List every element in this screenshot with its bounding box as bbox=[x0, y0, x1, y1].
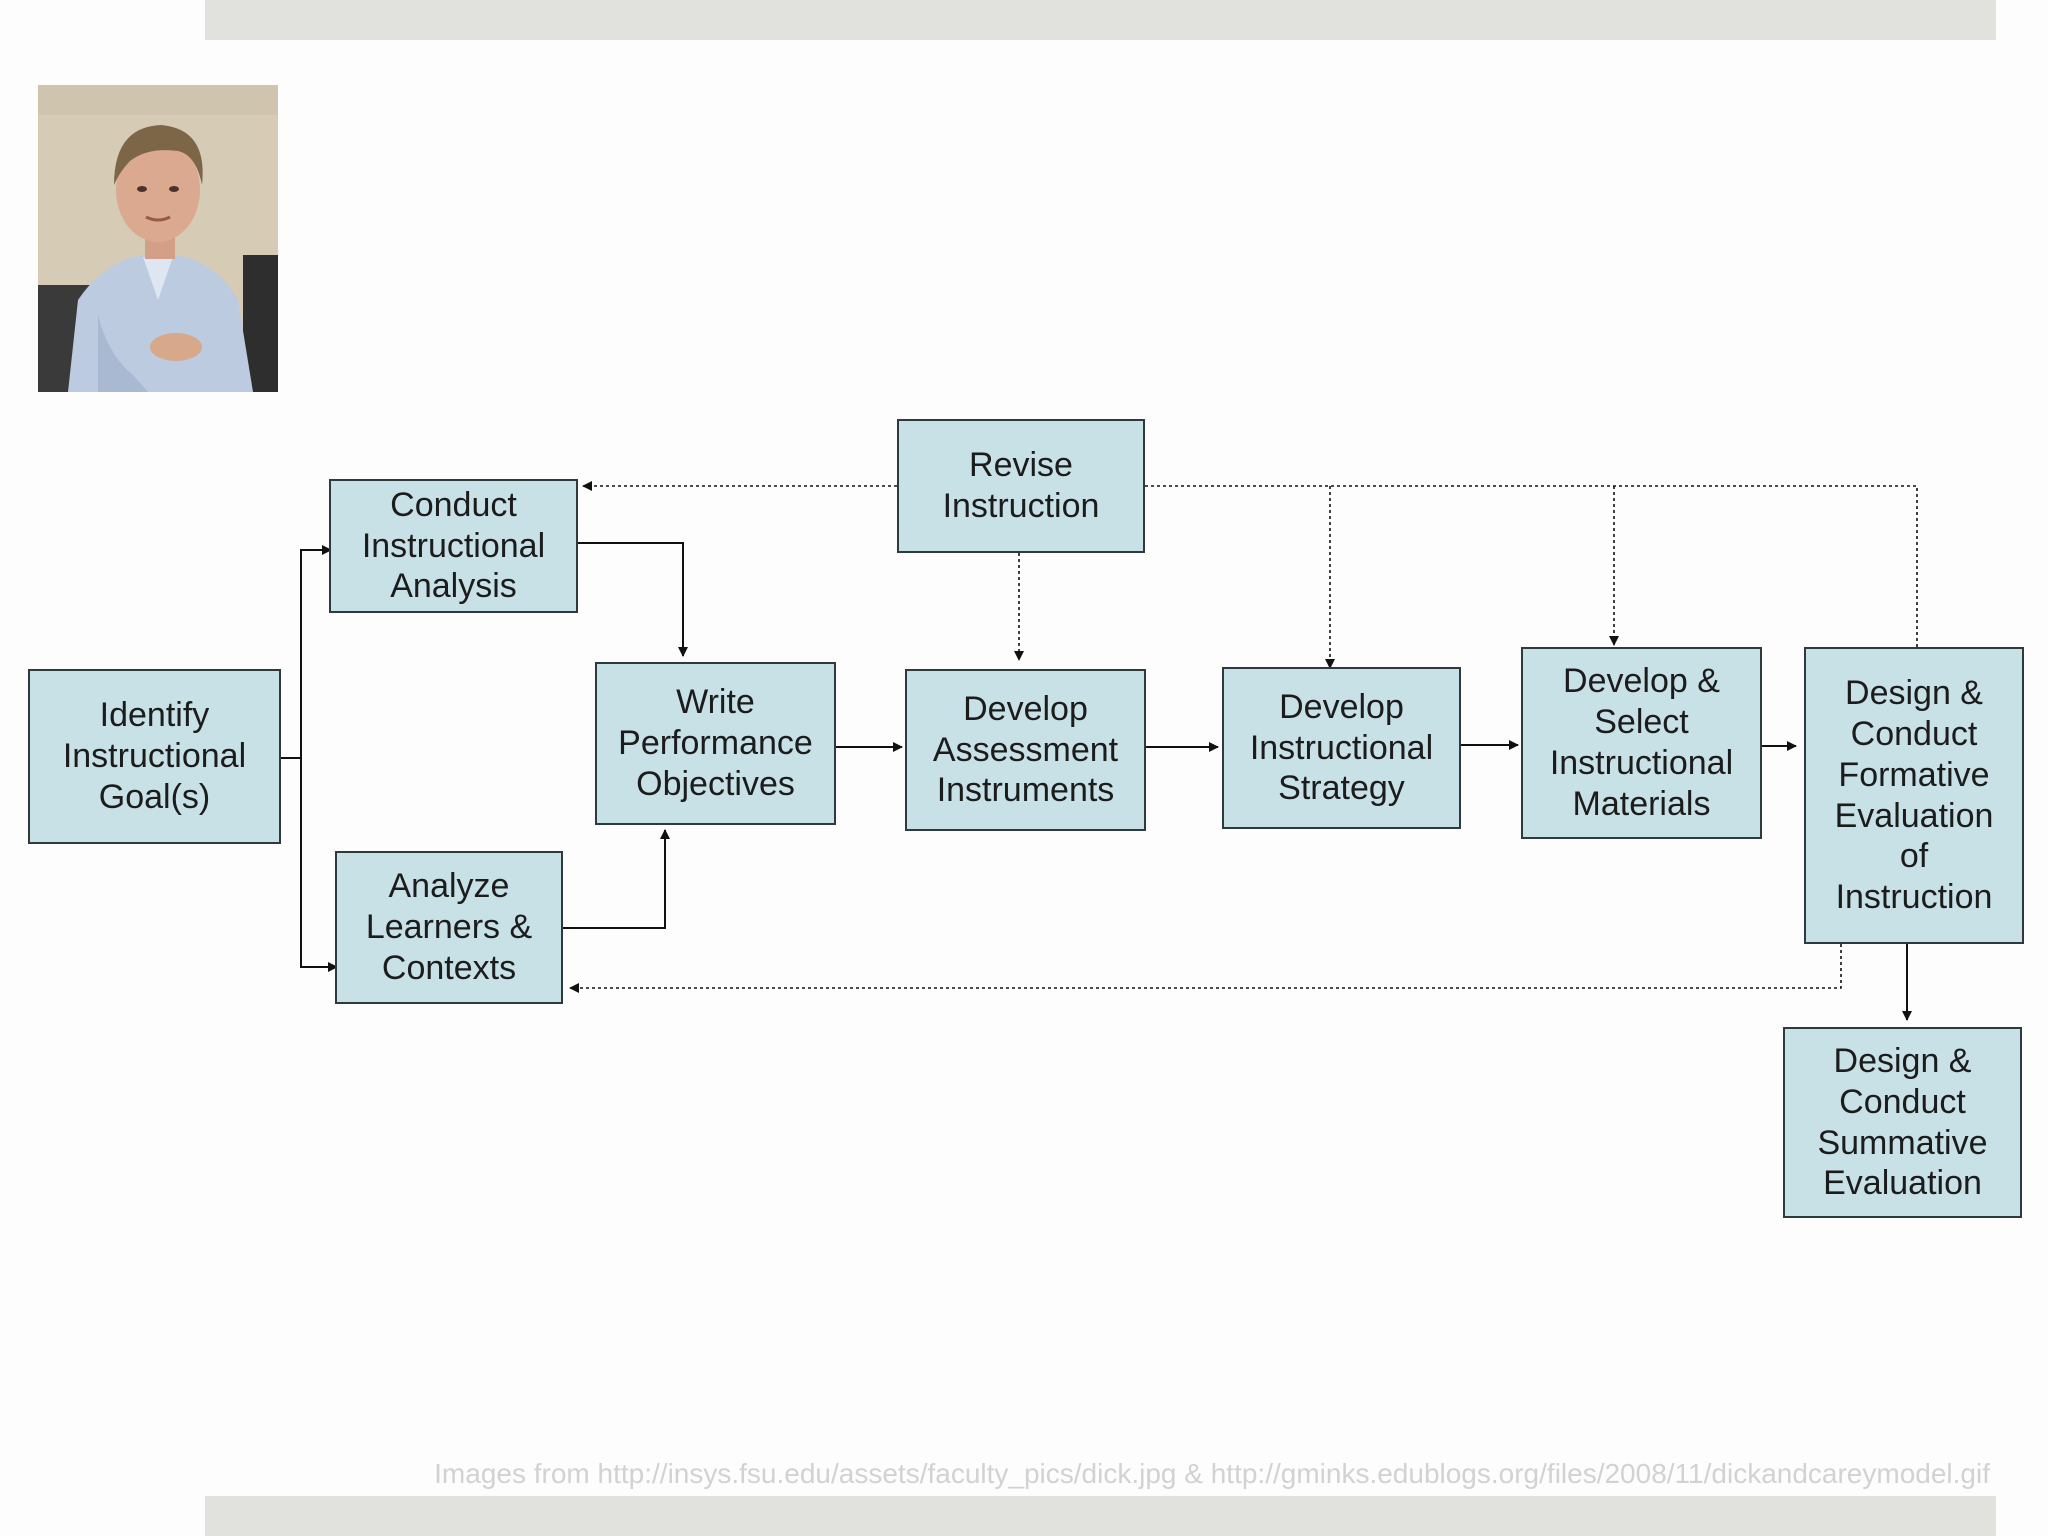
top-bar bbox=[205, 0, 1996, 40]
step-formative-evaluation: Design & Conduct Formative Evaluation of… bbox=[1804, 647, 2024, 944]
step-develop-assessment-instruments: Develop Assessment Instruments bbox=[905, 669, 1146, 831]
step-develop-instructional-strategy: Develop Instructional Strategy bbox=[1222, 667, 1461, 829]
step-revise-instruction: Revise Instruction bbox=[897, 419, 1145, 553]
connector-learners-to-objectives bbox=[563, 829, 670, 929]
step-conduct-instructional-analysis: Conduct Instructional Analysis bbox=[329, 479, 578, 613]
bottom-bar bbox=[205, 1496, 1996, 1536]
step-analyze-learners-contexts: Analyze Learners & Contexts bbox=[335, 851, 563, 1004]
feedback-formative-to-learners bbox=[569, 944, 1842, 993]
feedback-revise-to-right bbox=[1145, 485, 1918, 647]
connector-goal-to-learners bbox=[300, 758, 338, 972]
step-develop-select-materials: Develop & Select Instructional Materials bbox=[1521, 647, 1762, 839]
image-source-caption: Images from http://insys.fsu.edu/assets/… bbox=[434, 1458, 1990, 1489]
portrait-photo bbox=[38, 85, 278, 392]
connector-goal-to-analysis bbox=[300, 545, 332, 758]
connector-analysis-to-objectives bbox=[578, 542, 688, 657]
step-write-performance-objectives: Write Performance Objectives bbox=[595, 662, 836, 825]
step-summative-evaluation: Design & Conduct Summative Evaluation bbox=[1783, 1027, 2022, 1218]
step-identify-goals: Identify Instructional Goal(s) bbox=[28, 669, 281, 844]
